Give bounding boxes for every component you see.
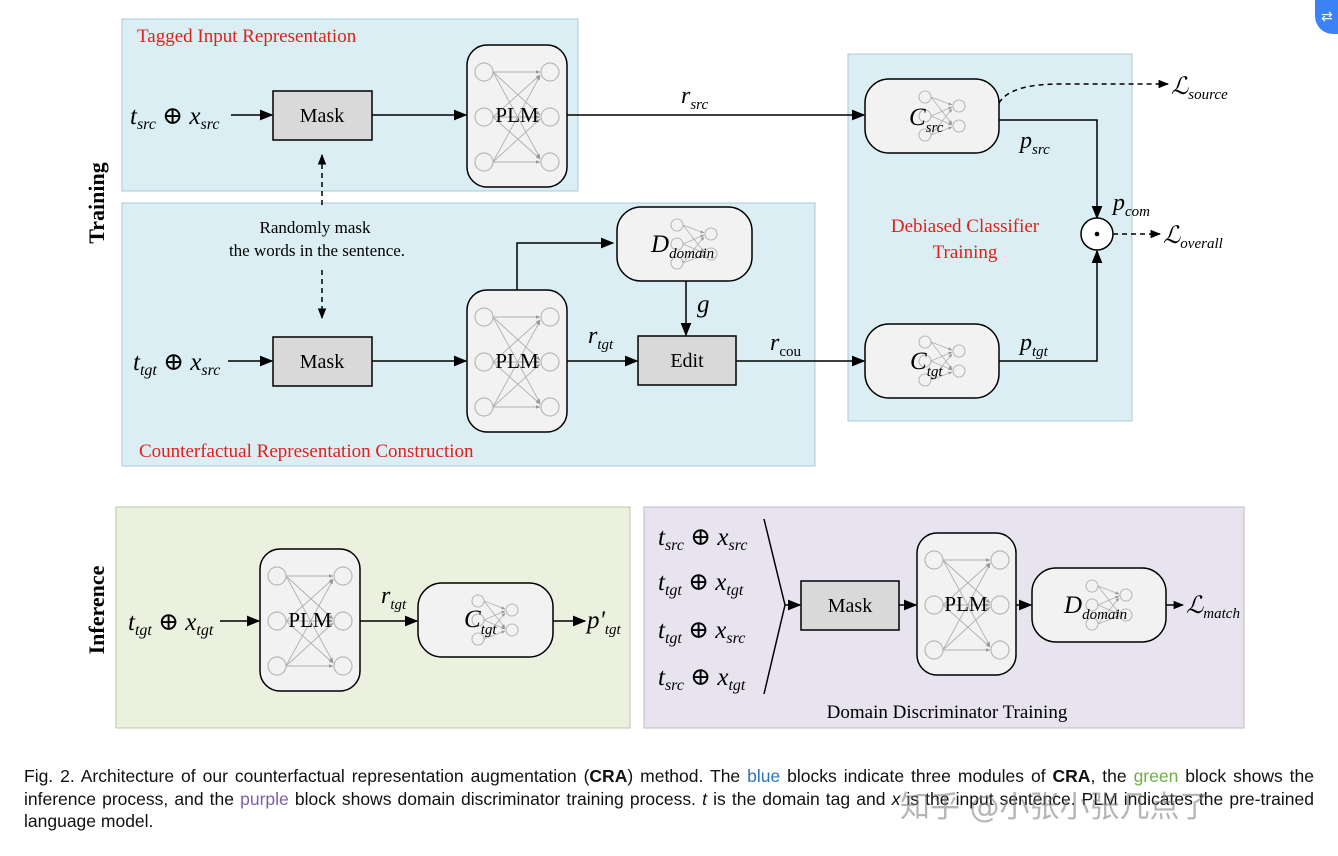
domain-disc-title: Domain Discriminator Training [827, 702, 1068, 723]
r-src-label: rsrc [681, 83, 708, 113]
mask-label-top: Mask [300, 105, 344, 127]
caption-green-word: green [1133, 766, 1179, 786]
training-label: Training [84, 162, 109, 244]
loss-source-label: ℒsource [1171, 74, 1228, 103]
plm-box-dd [916, 532, 1017, 676]
debiased-title-line1: Debiased Classifier [891, 216, 1040, 237]
caption-purple-word: purple [240, 788, 289, 809]
figure-caption: Fig. 2. Architecture of our counterfactu… [24, 766, 1315, 831]
tagged-input-title: Tagged Input Representation [137, 26, 357, 47]
p-com-label: pcom [1111, 190, 1150, 220]
mask-label-mid: Mask [300, 351, 344, 373]
mask-box-mid [272, 336, 373, 387]
caption-blue-word: blue [747, 766, 781, 786]
inference-label: Inference [84, 565, 109, 654]
domain-discriminator-box-top [616, 206, 753, 282]
mask-label-dd: Mask [828, 595, 872, 617]
g-label: g [697, 291, 710, 318]
zhihu-watermark: 知乎 @小张小张几点了 [900, 790, 1210, 825]
c-tgt-inference-label: Ctgt [464, 606, 497, 638]
counterfactual-title: Counterfactual Representation Constructi… [139, 441, 474, 462]
plm-label-top: PLM [495, 103, 539, 127]
mask-box-dd [800, 580, 900, 631]
plm-label-mid: PLM [495, 349, 539, 373]
plm-label-inference: PLM [288, 608, 332, 632]
translate-icon[interactable]: ⇄ [1315, 0, 1338, 34]
architecture-diagram: Tagged Input Representation Counterfactu… [84, 18, 1245, 729]
loss-overall-label: ℒoverall [1163, 223, 1223, 252]
r-tgt-label: rtgt [588, 323, 614, 353]
classifier-tgt-box-inference [417, 582, 554, 658]
mask-box-top [272, 90, 373, 141]
edit-label: Edit [670, 350, 704, 372]
plm-label-dd: PLM [944, 592, 988, 616]
mask-note-line2: the words in the sentence. [229, 241, 405, 260]
mask-note-line1: Randomly mask [260, 218, 371, 237]
debiased-title-line2: Training [933, 242, 998, 263]
